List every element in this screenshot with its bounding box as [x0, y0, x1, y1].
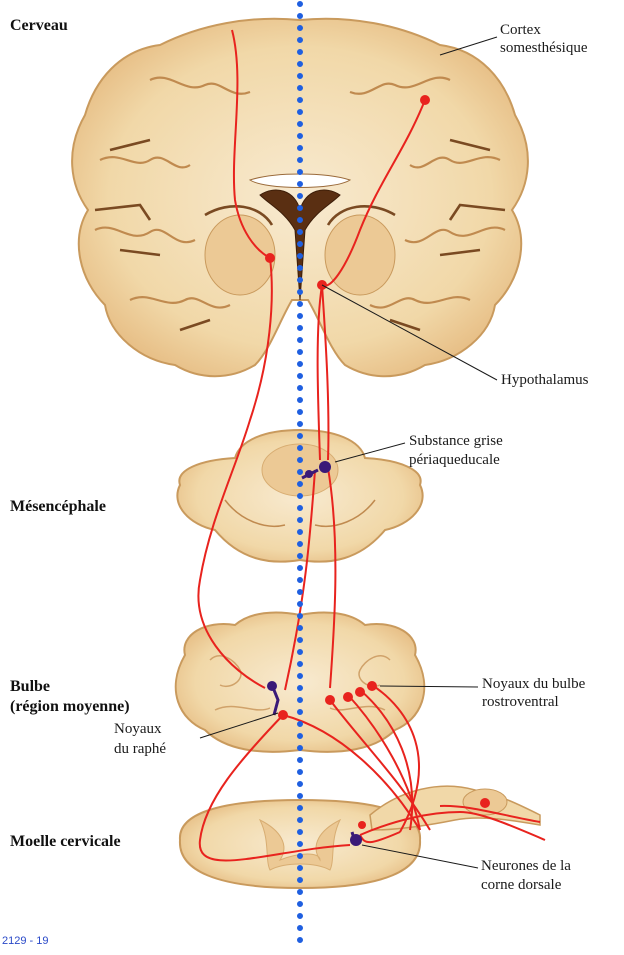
region-label-bulbe-sub: (région moyenne) — [10, 697, 130, 716]
region-label-moelle: Moelle cervicale — [10, 832, 121, 851]
region-label-mesencephale: Mésencéphale — [10, 497, 106, 516]
label-raphe-sub: du raphé — [114, 741, 166, 758]
label-hypothalamus: Hypothalamus — [501, 372, 589, 389]
figure-number: 2129 - 19 — [2, 935, 48, 947]
label-dorsal-horn-sub: corne dorsale — [481, 877, 561, 894]
label-raphe: Noyaux — [114, 721, 162, 738]
label-dorsal-horn: Neurones de la — [481, 858, 571, 875]
label-cortex: Cortex — [500, 22, 541, 39]
label-cortex-sub: somesthésique — [500, 40, 588, 57]
label-rvm-sub: rostroventral — [482, 694, 559, 711]
label-rvm: Noyaux du bulbe — [482, 676, 585, 693]
region-label-bulbe: Bulbe — [10, 677, 50, 696]
label-pag: Substance grise — [409, 433, 503, 450]
region-label-cerveau: Cerveau — [10, 16, 68, 35]
medulla-section — [176, 612, 425, 751]
label-pag-sub: périaqueducale — [409, 452, 500, 469]
